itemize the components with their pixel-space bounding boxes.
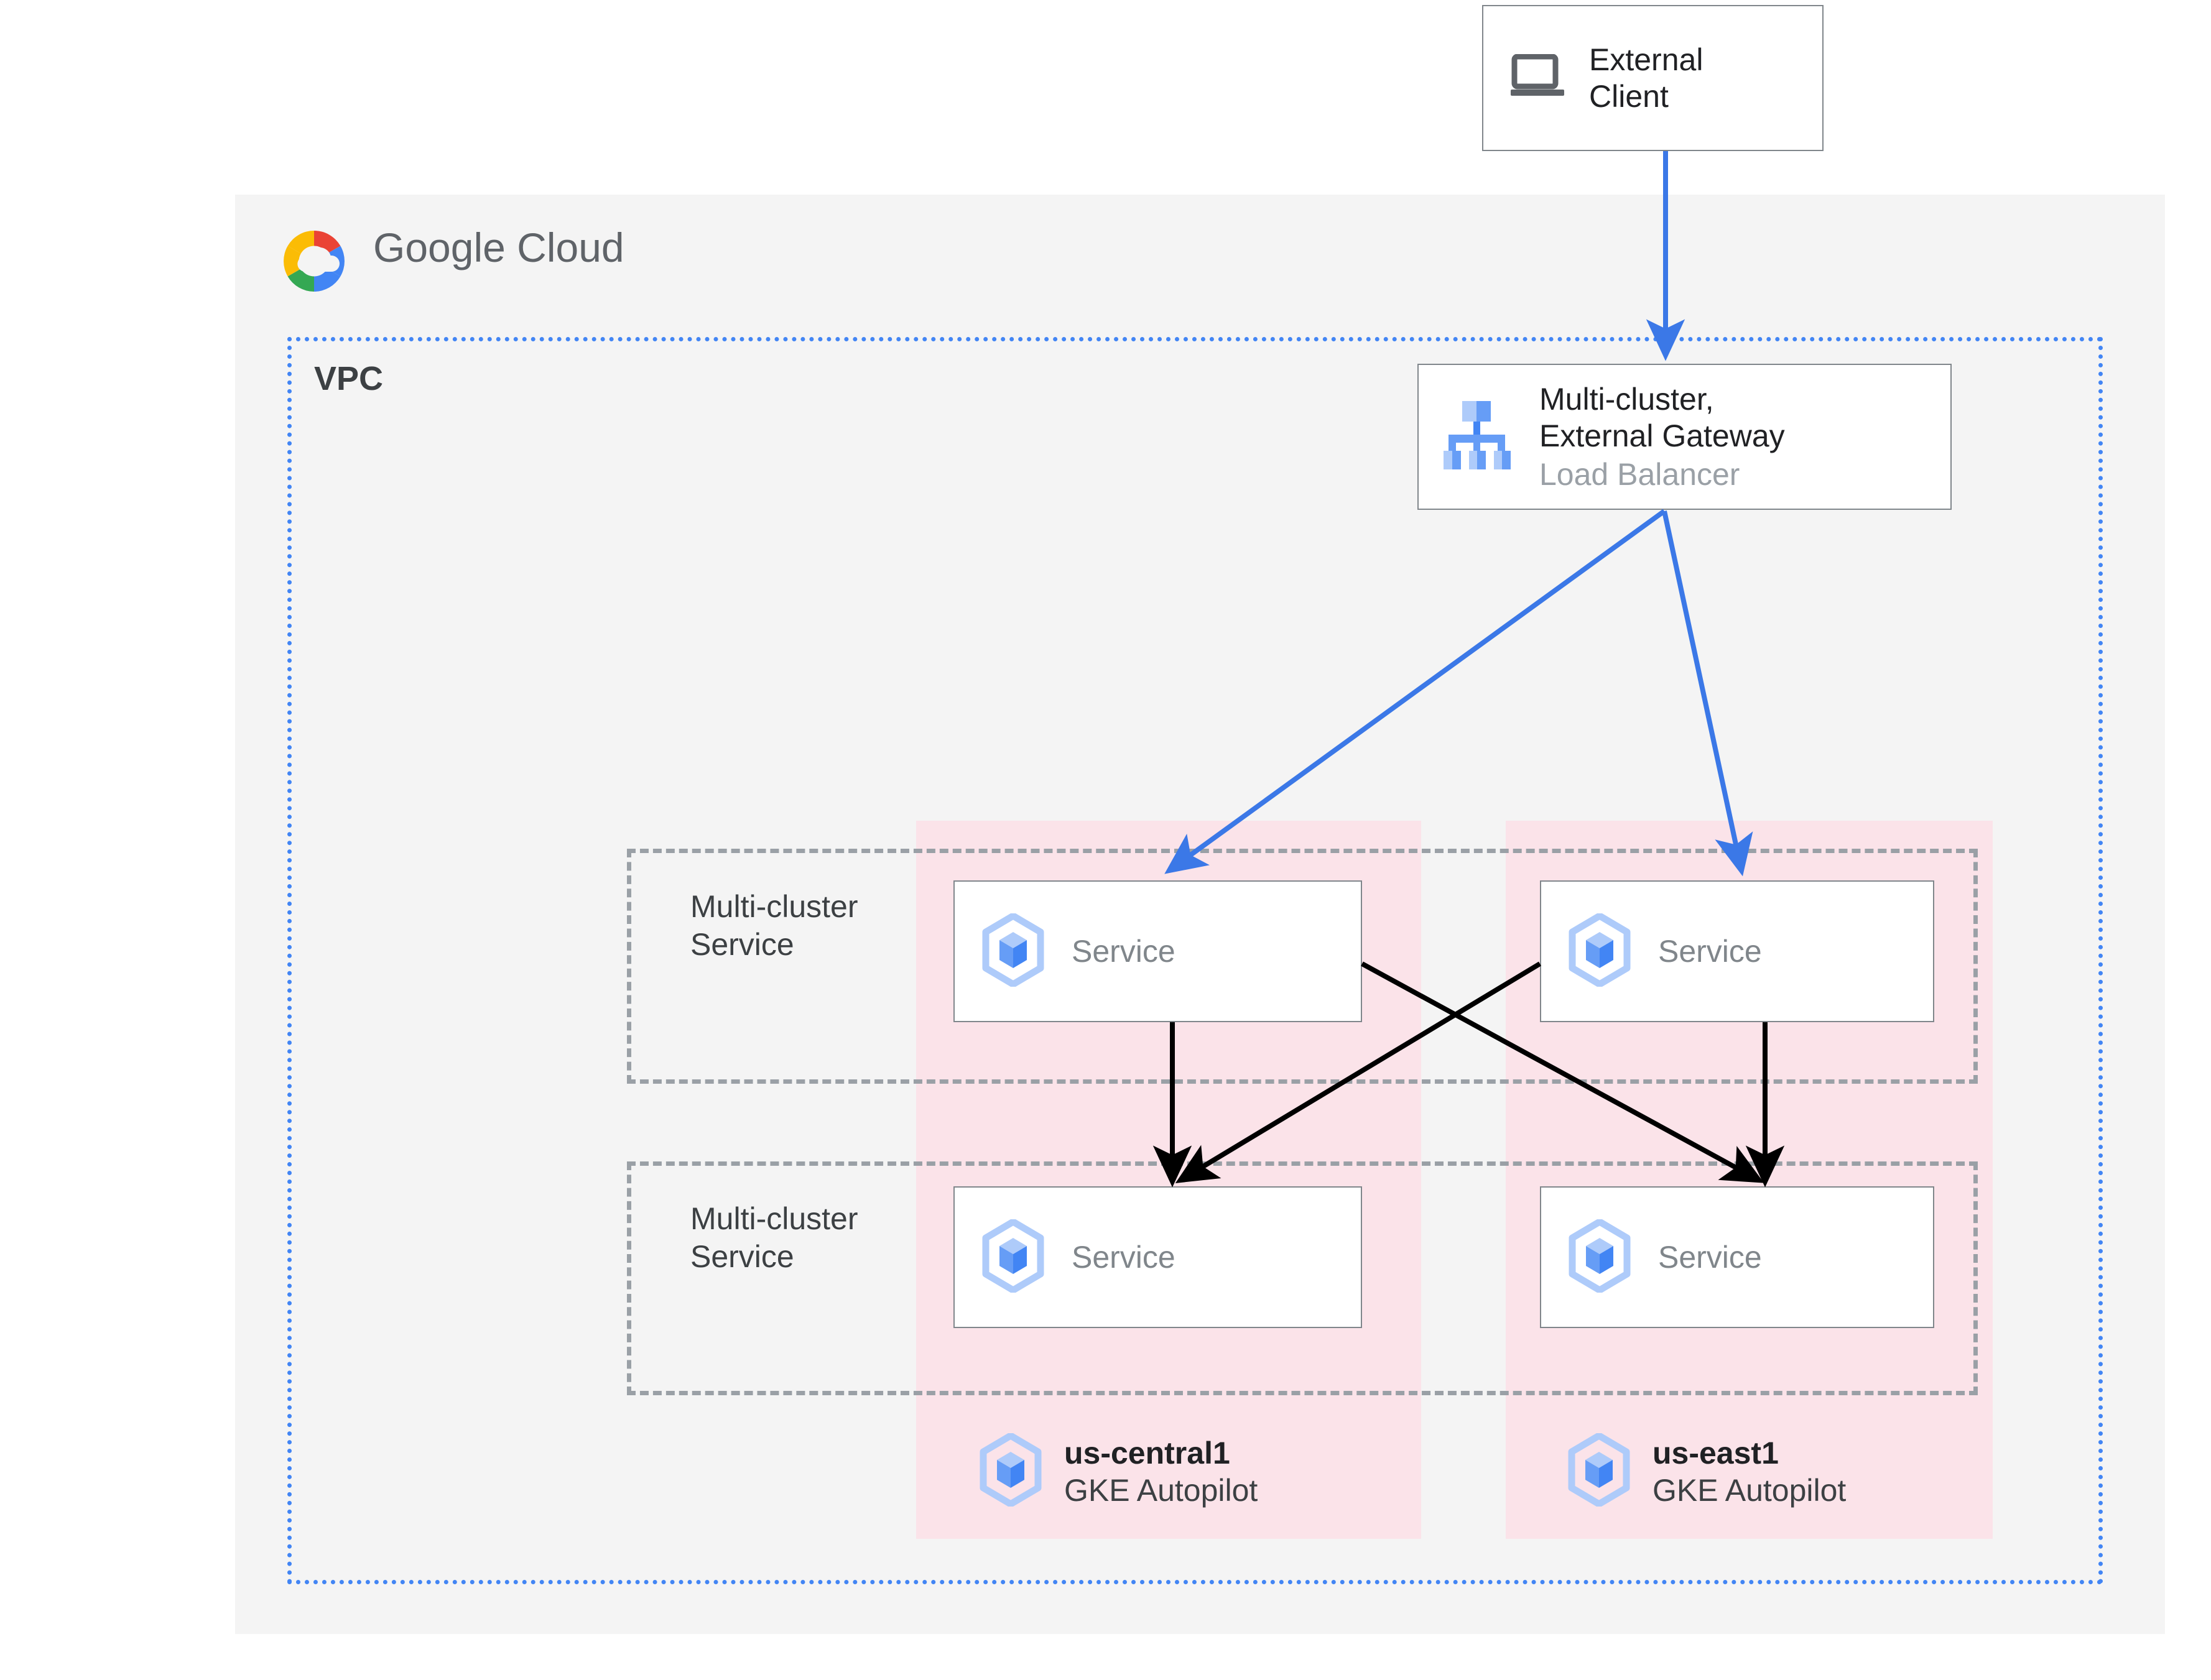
- mcs-group-1-label-line1: Multi-cluster: [690, 889, 858, 924]
- mcs-group-2-label-line1: Multi-cluster: [690, 1201, 858, 1236]
- gateway-subtitle: Load Balancer: [1539, 456, 1740, 492]
- service-label-top-left: Service: [1072, 934, 1175, 969]
- cluster-name-us-east1: us-east1: [1652, 1435, 1779, 1470]
- service-box-top-left[interactable]: Service: [953, 880, 1362, 1022]
- service-box-top-right[interactable]: Service: [1540, 880, 1934, 1022]
- service-hexagon-icon: [1567, 912, 1632, 990]
- service-box-bottom-right[interactable]: Service: [1540, 1186, 1934, 1328]
- cluster-name-us-central1: us-central1: [1064, 1435, 1230, 1470]
- logo-text-cloud: Cloud: [505, 224, 624, 270]
- gke-hexagon-icon: [978, 1432, 1043, 1510]
- mcs-group-1-label: Multi-cluster Service: [690, 888, 858, 964]
- cluster-footer-text-us-central1: us-central1 GKE Autopilot: [1064, 1434, 1258, 1509]
- google-cloud-logo-icon: [274, 227, 709, 295]
- gke-hexagon-icon: [1567, 1432, 1631, 1510]
- service-hexagon-icon: [1567, 1218, 1632, 1296]
- vpc-label: VPC: [314, 360, 384, 397]
- external-client-label-line1: External: [1589, 42, 1703, 77]
- vpc-container: [287, 337, 2103, 1584]
- gateway-title-line1: Multi-cluster,: [1539, 381, 1714, 417]
- google-cloud-wordmark: Google Cloud: [373, 224, 624, 271]
- service-hexagon-icon: [981, 1218, 1045, 1296]
- cluster-footer-us-central1: us-central1 GKE Autopilot: [978, 1432, 1258, 1510]
- cluster-footer-us-east1: us-east1 GKE Autopilot: [1567, 1432, 1846, 1510]
- service-label-bottom-right: Service: [1658, 1240, 1762, 1275]
- mcs-group-1-label-line2: Service: [690, 927, 794, 962]
- multi-cluster-gateway-box[interactable]: Multi-cluster, External Gateway Load Bal…: [1417, 364, 1952, 510]
- service-label-bottom-left: Service: [1072, 1240, 1175, 1275]
- external-client-box[interactable]: External Client: [1482, 5, 1824, 151]
- load-balancer-icon: [1441, 397, 1514, 476]
- external-client-label: External Client: [1589, 42, 1703, 115]
- gateway-text: Multi-cluster, External Gateway Load Bal…: [1539, 381, 1785, 493]
- cluster-footer-text-us-east1: us-east1 GKE Autopilot: [1652, 1434, 1846, 1509]
- service-label-top-right: Service: [1658, 934, 1762, 969]
- cluster-type-us-central1: GKE Autopilot: [1064, 1472, 1258, 1508]
- logo-text-google: Google: [373, 224, 506, 270]
- cluster-type-us-east1: GKE Autopilot: [1652, 1472, 1847, 1508]
- mcs-group-2-label: Multi-cluster Service: [690, 1200, 858, 1276]
- external-client-label-line2: Client: [1589, 78, 1669, 114]
- service-hexagon-icon: [981, 912, 1045, 990]
- gateway-title-line2: External Gateway: [1539, 418, 1785, 453]
- mcs-group-2-label-line2: Service: [690, 1239, 794, 1274]
- service-box-bottom-left[interactable]: Service: [953, 1186, 1362, 1328]
- laptop-icon: [1509, 53, 1565, 102]
